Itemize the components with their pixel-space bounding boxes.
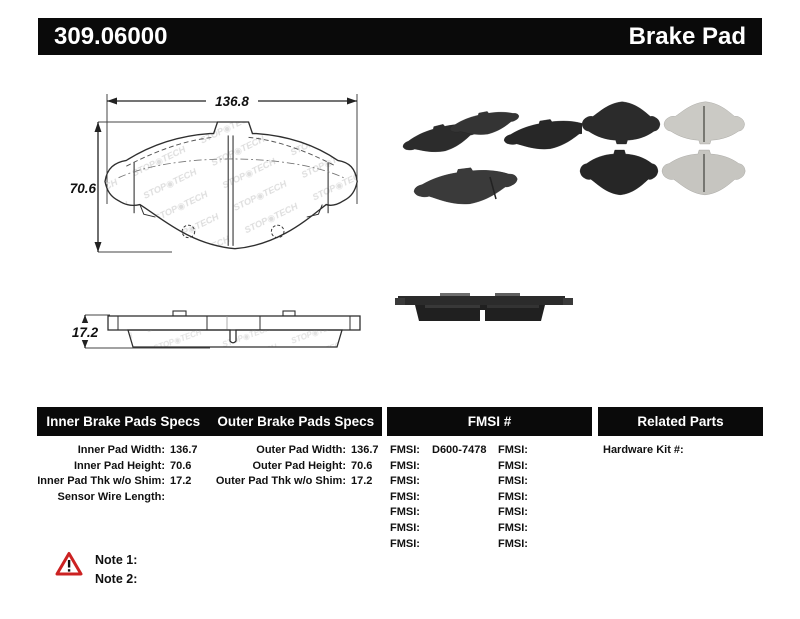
side-view-drawing: STOP◉TECH 17.2 bbox=[72, 310, 361, 349]
side-view-plate bbox=[107, 310, 361, 331]
related-parts-label: Hardware Kit #: bbox=[603, 444, 684, 456]
fmsi-row: FMSI: FMSI: bbox=[390, 490, 600, 506]
spec-label: Inner Pad Width: bbox=[77, 444, 165, 456]
fmsi-value bbox=[540, 521, 600, 537]
inner-specs-title: Inner Brake Pads Specs bbox=[46, 414, 201, 429]
related-parts-header-bar: Related Parts bbox=[598, 407, 763, 436]
product-title: Brake Pad bbox=[628, 22, 746, 50]
spec-label: Inner Pad Height: bbox=[73, 459, 165, 472]
spec-value: 136.7 bbox=[170, 444, 198, 456]
fmsi-label: FMSI: bbox=[390, 537, 420, 550]
inner-specs-table: Inner Pad Width: 136.7 Inner Pad Height:… bbox=[37, 443, 198, 506]
spec-value: 70.6 bbox=[170, 459, 192, 472]
product-photo-edge bbox=[395, 293, 573, 321]
fmsi-row: FMSI: FMSI: bbox=[390, 459, 600, 475]
spec-row: Sensor Wire Length: bbox=[37, 490, 198, 506]
note-line: Note 1: bbox=[95, 551, 137, 570]
spec-row: Inner Pad Thk w/o Shim: 17.2 bbox=[37, 474, 198, 490]
related-parts-title: Related Parts bbox=[637, 414, 724, 429]
fmsi-value: D600-7478 bbox=[432, 444, 487, 456]
fmsi-value bbox=[540, 537, 600, 553]
pad-outline bbox=[104, 121, 358, 250]
fmsi-row: FMSI: FMSI: bbox=[390, 474, 600, 490]
fmsi-value bbox=[540, 505, 600, 521]
fmsi-row: FMSI: FMSI: bbox=[390, 505, 600, 521]
fmsi-value bbox=[540, 443, 600, 459]
spec-value: 70.6 bbox=[351, 459, 373, 472]
spec-label: Outer Pad Thk w/o Shim: bbox=[215, 475, 346, 488]
fmsi-value bbox=[432, 521, 498, 537]
product-photo-front-back bbox=[579, 101, 746, 196]
fmsi-value bbox=[432, 474, 498, 490]
fmsi-value bbox=[432, 505, 498, 521]
note-line: Note 2: bbox=[95, 570, 137, 589]
notes-section: Note 1: Note 2: bbox=[95, 551, 137, 589]
fmsi-value bbox=[540, 490, 600, 506]
spec-row: Outer Pad Height: 70.6 bbox=[210, 459, 379, 475]
header-bar: 309.06000 Brake Pad bbox=[38, 18, 762, 55]
spec-label: Inner Pad Thk w/o Shim: bbox=[37, 475, 165, 488]
fmsi-label: FMSI: bbox=[498, 459, 528, 472]
fmsi-row: FMSI: FMSI: bbox=[390, 521, 600, 537]
note-label: Note 1: bbox=[95, 553, 138, 567]
outer-specs-table: Outer Pad Width: 136.7 Outer Pad Height:… bbox=[210, 443, 379, 490]
fmsi-value bbox=[540, 474, 600, 490]
spec-value: 17.2 bbox=[351, 475, 373, 488]
fmsi-value bbox=[432, 537, 498, 553]
fmsi-row: FMSI: FMSI: bbox=[390, 537, 600, 553]
fmsi-table: FMSI: D600-7478 FMSI: FMSI: FMSI: FMSI: … bbox=[390, 443, 600, 552]
fmsi-label: FMSI: bbox=[390, 475, 420, 488]
fmsi-label: FMSI: bbox=[390, 444, 420, 456]
fmsi-label: FMSI: bbox=[390, 459, 420, 472]
fmsi-label: FMSI: bbox=[498, 506, 528, 519]
fmsi-label: FMSI: bbox=[498, 490, 528, 503]
note-label: Note 2: bbox=[95, 572, 138, 586]
thickness-dimension-label: 17.2 bbox=[72, 325, 99, 340]
fmsi-value bbox=[432, 459, 498, 475]
fmsi-value bbox=[540, 459, 600, 475]
fmsi-label: FMSI: bbox=[498, 444, 528, 456]
spec-value: 136.7 bbox=[351, 444, 379, 456]
width-dimension-label: 136.8 bbox=[215, 94, 249, 109]
warning-icon bbox=[55, 552, 83, 576]
side-view-friction-block bbox=[127, 329, 343, 348]
spec-row: Inner Pad Width: 136.7 bbox=[37, 443, 198, 459]
fmsi-label: FMSI: bbox=[390, 521, 420, 534]
fmsi-header-bar: FMSI # bbox=[387, 407, 592, 436]
fmsi-label: FMSI: bbox=[390, 490, 420, 503]
spec-label: Outer Pad Height: bbox=[252, 459, 346, 472]
related-parts-table: Hardware Kit #: bbox=[603, 443, 684, 459]
outer-specs-title: Outer Brake Pads Specs bbox=[217, 414, 375, 429]
product-photo-angled bbox=[399, 105, 582, 207]
height-dimension-label: 70.6 bbox=[70, 181, 97, 196]
fmsi-title: FMSI # bbox=[467, 414, 512, 429]
spec-row: Outer Pad Width: 136.7 bbox=[210, 443, 379, 459]
front-view-drawing: STOP◉TECH 136.8 70.6 bbox=[70, 94, 358, 253]
fmsi-row: FMSI: D600-7478 FMSI: bbox=[390, 443, 600, 459]
fmsi-label: FMSI: bbox=[390, 506, 420, 519]
related-parts-row: Hardware Kit #: bbox=[603, 443, 684, 459]
spec-label: Outer Pad Width: bbox=[256, 444, 346, 456]
fmsi-label: FMSI: bbox=[498, 521, 528, 534]
fmsi-label: FMSI: bbox=[498, 537, 528, 550]
part-number: 309.06000 bbox=[54, 22, 168, 50]
specs-header-bar: Inner Brake Pads Specs Outer Brake Pads … bbox=[37, 407, 382, 436]
fmsi-value bbox=[432, 490, 498, 506]
spec-label: Sensor Wire Length: bbox=[57, 490, 165, 503]
spec-row: Inner Pad Height: 70.6 bbox=[37, 459, 198, 475]
spec-row: Outer Pad Thk w/o Shim: 17.2 bbox=[210, 474, 379, 490]
spec-value: 17.2 bbox=[170, 475, 192, 488]
fmsi-label: FMSI: bbox=[498, 475, 528, 488]
